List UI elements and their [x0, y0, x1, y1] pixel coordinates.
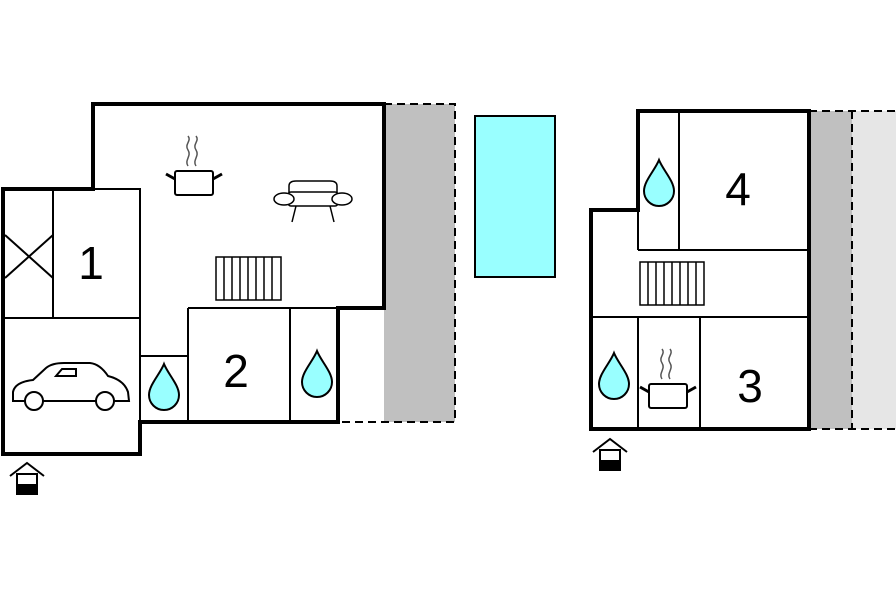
right-interior-walls: [591, 111, 809, 429]
pool: [474, 115, 556, 278]
room-number-2: 2: [223, 345, 249, 397]
sofa-icon: [273, 180, 353, 223]
room-number-3: 3: [737, 360, 763, 412]
car-icon: [12, 362, 131, 411]
entrance-icon: [592, 438, 628, 471]
stairs-icon: [639, 261, 705, 306]
room-number-4: 4: [725, 163, 751, 215]
entrance-icon: [9, 462, 45, 495]
room-number-1: 1: [78, 237, 104, 289]
terrace-left: [384, 104, 455, 422]
stairs-icon: [215, 256, 282, 301]
terrace-right-dark: [809, 111, 852, 429]
left-interior-walls: [3, 188, 338, 422]
terrace-left-outline: [338, 103, 456, 423]
terrace-right-light: [852, 111, 896, 429]
